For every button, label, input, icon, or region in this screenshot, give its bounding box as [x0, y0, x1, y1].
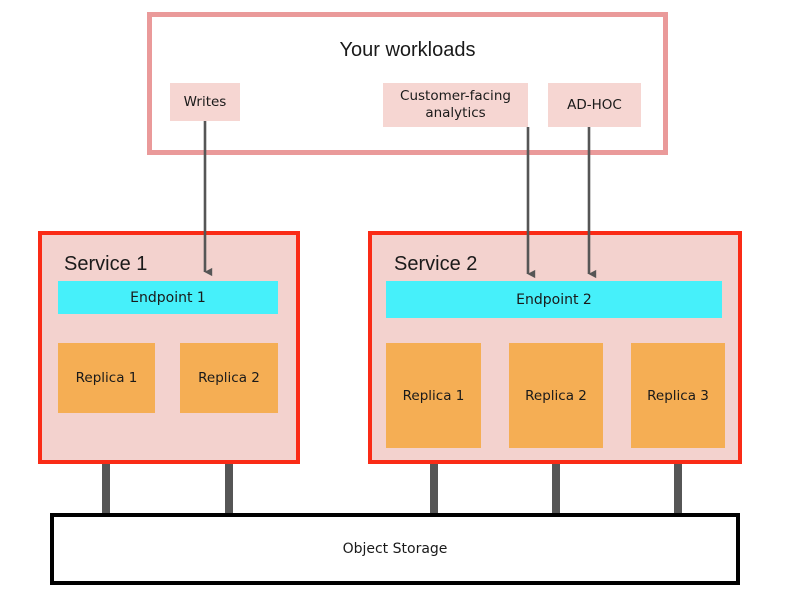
service-2-replica-1[interactable]: Replica 1 [386, 343, 481, 448]
workload-chip-customer-facing-analytics-label: Customer-facing analytics [400, 88, 511, 121]
endpoint-1[interactable]: Endpoint 1 [58, 281, 278, 314]
service-1-replica-1-label: Replica 1 [75, 370, 138, 386]
service-2-replica-3-label: Replica 3 [647, 387, 709, 404]
endpoint-2[interactable]: Endpoint 2 [386, 281, 722, 318]
service-2-replica-1-label: Replica 1 [402, 387, 465, 404]
workload-chip-customer-facing-analytics[interactable]: Customer-facing analytics [383, 83, 528, 127]
workload-chip-writes[interactable]: Writes [170, 83, 240, 121]
endpoint-1-label: Endpoint 1 [130, 289, 206, 306]
workload-chip-ad-hoc-label: AD-HOC [567, 96, 622, 113]
workload-chip-writes-label: Writes [183, 93, 227, 110]
workload-chip-ad-hoc[interactable]: AD-HOC [548, 83, 641, 127]
service-1-replica-2-label: Replica 2 [198, 370, 260, 386]
service-2-replica-2-label: Replica 2 [525, 387, 587, 404]
connector-s2-replica2-storage [552, 446, 560, 515]
workloads-title: Your workloads [339, 39, 476, 61]
service-2-replica-2[interactable]: Replica 2 [509, 343, 603, 448]
service-1-replica-1[interactable]: Replica 1 [58, 343, 155, 413]
object-storage-label: Object Storage [342, 541, 448, 557]
service-1-title: Service 1 [64, 253, 148, 275]
connector-s2-replica3-storage [674, 446, 682, 515]
object-storage-container: Object Storage [50, 513, 740, 585]
connector-s2-replica1-storage [430, 446, 438, 515]
service-1-replica-2[interactable]: Replica 2 [180, 343, 278, 413]
service-2-title: Service 2 [394, 253, 478, 275]
service-2-replica-3[interactable]: Replica 3 [631, 343, 725, 448]
endpoint-2-label: Endpoint 2 [516, 291, 592, 308]
